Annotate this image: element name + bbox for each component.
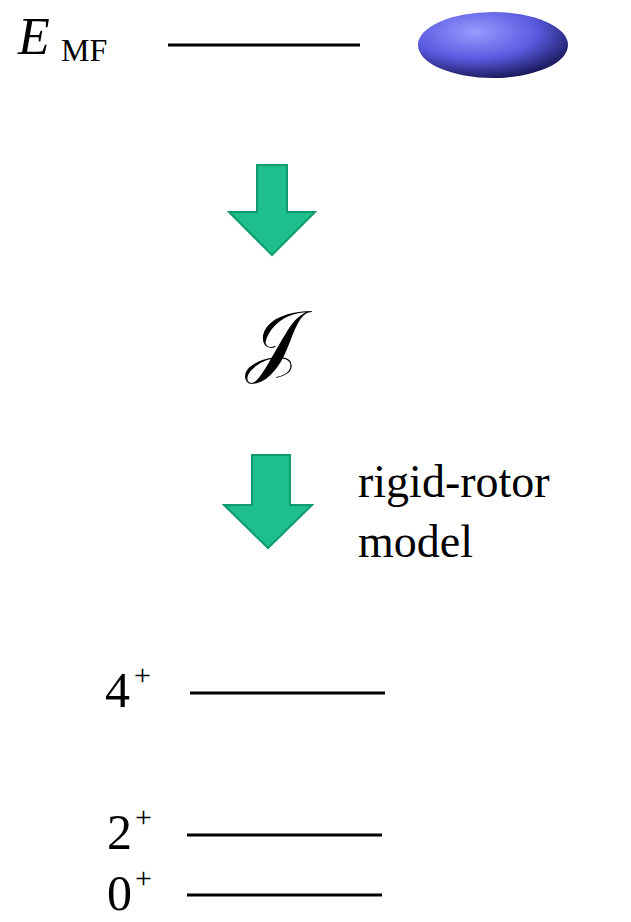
deformed-nucleus: [418, 12, 568, 78]
symbol-letter: E: [18, 11, 50, 63]
level-line: [187, 834, 382, 837]
level-line: [190, 692, 385, 695]
down-arrow: [229, 165, 315, 255]
down-arrow: [224, 455, 312, 548]
moment-of-inertia-symbol: 𝒥: [245, 300, 300, 380]
parity-sign: +: [135, 863, 152, 893]
spin-value: 2: [107, 807, 132, 857]
parity-sign: +: [134, 660, 151, 690]
subscript: MF: [61, 34, 107, 66]
spin-value: 0: [107, 868, 132, 918]
model-label: rigid-rotor model: [358, 452, 626, 572]
spin-value: 4: [105, 665, 130, 715]
energy-line: [168, 44, 360, 47]
level-line: [187, 894, 382, 897]
parity-sign: +: [135, 802, 152, 832]
